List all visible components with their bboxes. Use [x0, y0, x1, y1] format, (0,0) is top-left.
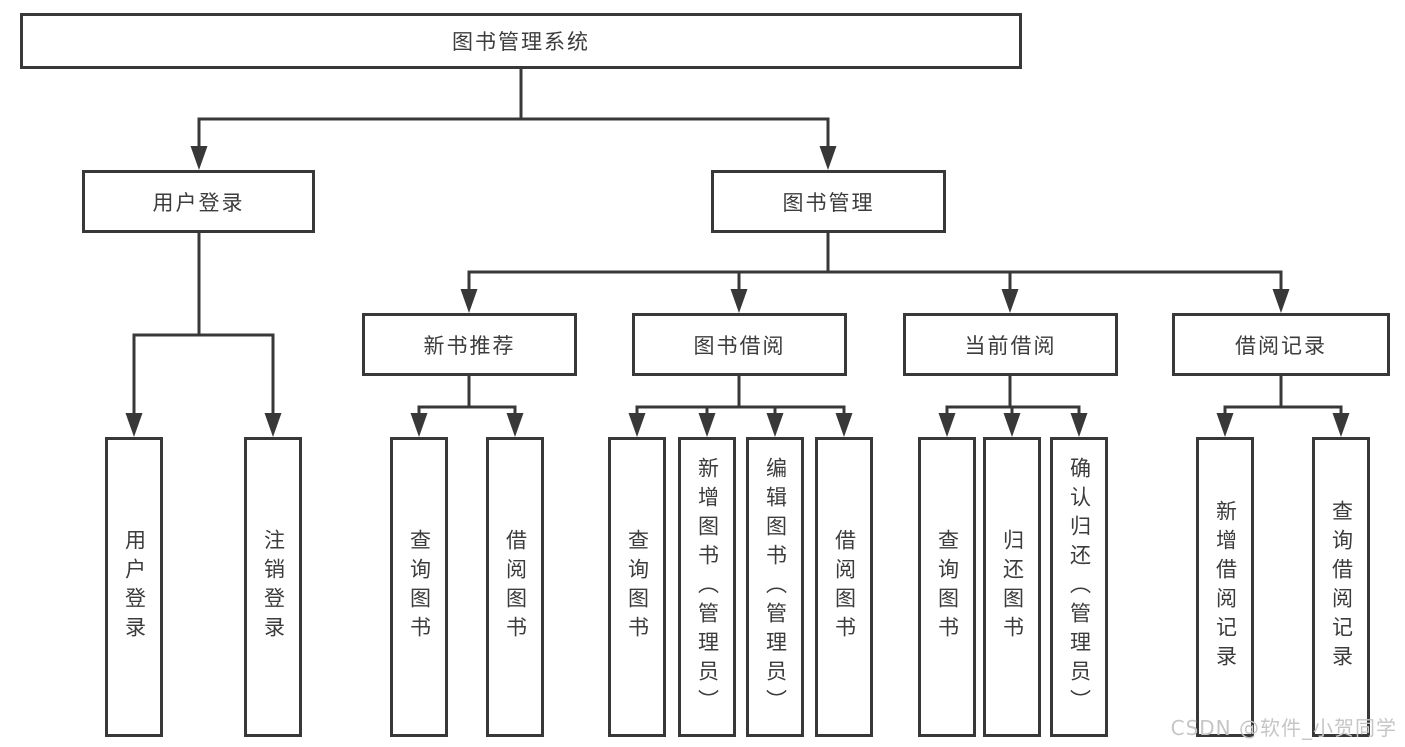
edge-newbooks-to-leaves — [417, 374, 517, 419]
node-user-login-branch: 用户登录 — [82, 170, 315, 233]
leaf-logout: 注销登录 — [244, 437, 302, 737]
leaf-borrow-book-borrow: 借阅图书 — [815, 437, 873, 737]
leaf-add-record: 新增借阅记录 — [1196, 437, 1254, 737]
node-current-borrow: 当前借阅 — [903, 313, 1118, 376]
leaf-query-book-current: 查询图书 — [918, 437, 976, 737]
edge-userlogin-to-leaves — [132, 231, 275, 419]
leaf-add-book: 新增图书（管理员） — [678, 437, 736, 737]
node-new-books-label: 新书推荐 — [423, 333, 516, 358]
leaf-query-book-newbooks: 查询图书 — [390, 437, 448, 737]
leaf-add-book-label: 新增图书（管理员） — [695, 456, 720, 718]
edge-bookborrow-to-leaves — [635, 374, 846, 419]
edge-currentborrow-to-leaves — [945, 374, 1081, 419]
leaf-confirm-return-label: 确认归还（管理员） — [1067, 456, 1092, 718]
edge-records-to-leaves — [1223, 374, 1343, 419]
node-new-books: 新书推荐 — [362, 313, 577, 376]
leaf-query-book-borrow: 查询图书 — [608, 437, 666, 737]
node-book-mgmt: 图书管理 — [711, 170, 946, 233]
arrowheads-leaves — [125, 413, 1350, 437]
leaf-edit-book-label: 编辑图书（管理员） — [763, 456, 788, 718]
leaf-return-book-label: 归还图书 — [1000, 529, 1025, 645]
leaf-query-book-newbooks-label: 查询图书 — [407, 529, 432, 645]
leaf-edit-book: 编辑图书（管理员） — [746, 437, 804, 737]
node-root: 图书管理系统 — [20, 13, 1022, 69]
leaf-query-record-label: 查询借阅记录 — [1329, 500, 1354, 674]
leaf-return-book: 归还图书 — [983, 437, 1041, 737]
leaf-user-login-label: 用户登录 — [122, 529, 147, 645]
node-root-label: 图书管理系统 — [452, 30, 590, 54]
node-book-borrow-label: 图书借阅 — [693, 333, 786, 358]
leaf-add-record-label: 新增借阅记录 — [1213, 500, 1238, 674]
leaf-logout-label: 注销登录 — [261, 529, 286, 645]
leaf-confirm-return: 确认归还（管理员） — [1050, 437, 1108, 737]
node-current-borrow-label: 当前借阅 — [964, 333, 1057, 358]
arrowheads-level3 — [460, 289, 1290, 313]
leaf-borrow-book-newbooks: 借阅图书 — [486, 437, 544, 737]
leaf-query-record: 查询借阅记录 — [1312, 437, 1370, 737]
node-borrow-records-label: 借阅记录 — [1235, 333, 1327, 358]
node-book-mgmt-label: 图书管理 — [782, 190, 875, 215]
leaf-query-book-borrow-label: 查询图书 — [625, 529, 650, 645]
leaf-borrow-book-borrow-label: 借阅图书 — [832, 529, 857, 645]
node-book-borrow: 图书借阅 — [632, 313, 847, 376]
node-borrow-records: 借阅记录 — [1172, 313, 1390, 376]
node-user-login-branch-label: 用户登录 — [152, 190, 245, 215]
leaf-user-login: 用户登录 — [105, 437, 163, 737]
csdn-watermark: CSDN @软件_小贺同学 — [1170, 716, 1397, 740]
leaf-query-book-current-label: 查询图书 — [935, 529, 960, 645]
edge-root-to-level2 — [197, 67, 830, 152]
edge-bookmgmt-to-level3 — [467, 231, 1283, 295]
leaf-borrow-book-newbooks-label: 借阅图书 — [503, 529, 528, 645]
arrowheads-level2 — [190, 146, 837, 170]
